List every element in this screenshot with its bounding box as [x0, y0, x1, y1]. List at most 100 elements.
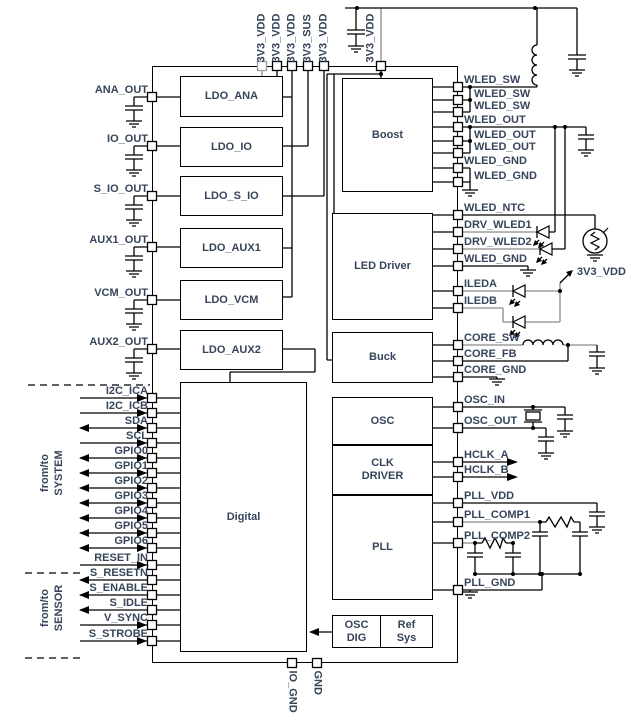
- block-led-driver: LED Driver: [332, 213, 433, 320]
- group-label-line: SENSOR: [53, 584, 65, 632]
- pin-label-core-sw: CORE_SW: [464, 332, 520, 344]
- pin-label-wled-ntc: WLED_NTC: [464, 202, 526, 214]
- block-ref-sys: Ref Sys: [380, 615, 433, 648]
- block-label: LDO_IO: [211, 140, 252, 153]
- group-label-line: SYSTEM: [53, 450, 65, 496]
- pin-label-osc-out: OSC_OUT: [464, 415, 518, 427]
- pin-label-pll-gnd: PLL_GND: [464, 577, 516, 589]
- pin-label-pll-comp2: PLL_COMP2: [464, 530, 531, 542]
- pin-label-s-strobe: S_STROBE: [88, 628, 148, 640]
- block-label: Sys: [396, 631, 417, 644]
- group-label-line: from/to: [39, 454, 51, 492]
- pin-label-s-resetn: S_RESETN: [89, 567, 148, 579]
- pin-label-s-io-out: S_IO_OUT: [93, 183, 148, 195]
- pin-label-ana-out: ANA_OUT: [94, 84, 148, 96]
- pin-label-wled-gnd-3: WLED_GND: [464, 253, 527, 265]
- pin-label-3v3-vdd-3: 3V3_VDD: [285, 13, 298, 63]
- pin-label-3v3-vdd-1: 3V3_VDD: [255, 13, 268, 63]
- pin-label-reset-in: RESET_IN: [94, 552, 148, 564]
- block-label: DRIVER: [361, 470, 404, 482]
- block-ldo-vcm: LDO_VCM: [180, 280, 283, 320]
- pin-label-scl: SCL: [126, 430, 148, 442]
- block-osc-dig: OSC DIG: [332, 615, 381, 648]
- pin-label-wled-sw-3: WLED_SW: [474, 100, 531, 112]
- pin-label-s-idle: S_IDLE: [109, 597, 148, 609]
- crystal-icon: [525, 411, 541, 421]
- pin-label-gpio1: GPIO1: [114, 460, 148, 472]
- pin-label-3v3-sus: 3V3_SUS: [301, 14, 314, 63]
- block-label: PLL: [372, 541, 393, 553]
- group-label-line: from/to: [39, 589, 51, 627]
- pin-label-wled-out-1: WLED_OUT: [464, 114, 526, 126]
- pin-label-drv-wled1: DRV_WLED1: [464, 219, 532, 231]
- pin-label-v-sync: V_SYNC: [103, 612, 148, 624]
- pin-label-io-gnd: IO_GND: [286, 670, 299, 713]
- block-label: LDO_VCM: [204, 293, 259, 306]
- wled1-led-icon: [533, 225, 550, 248]
- group-label-system: from/to SYSTEM: [38, 428, 66, 518]
- pin-label-wled-sw-2: WLED_SW: [474, 88, 531, 100]
- pin-label-aux1-out: AUX1_OUT: [89, 234, 148, 246]
- pin-label-hclk-b: HCLK_B: [464, 464, 509, 476]
- ileda-led-icon: [509, 284, 526, 307]
- pin-label-gpio6: GPIO6: [114, 535, 148, 547]
- supply-label-3v3-vdd: 3V3_VDD: [577, 266, 626, 278]
- pin-label-wled-gnd-2: WLED_GND: [474, 170, 537, 182]
- block-label: CLK: [371, 457, 394, 469]
- block-ldo-s-io: LDO_S_IO: [180, 176, 283, 216]
- pin-label-pll-vdd: PLL_VDD: [464, 490, 515, 502]
- block-digital: Digital: [180, 382, 307, 652]
- block-label: OSC: [344, 618, 369, 631]
- thermistor-tick: [602, 227, 609, 234]
- boost-inductor-icon: [531, 44, 538, 86]
- pin-label-3v3-vdd-4: 3V3_VDD: [317, 13, 330, 63]
- pin-label-gpio2: GPIO2: [114, 475, 148, 487]
- pin-label-wled-out-2: WLED_OUT: [474, 129, 536, 141]
- wled2-led-icon: [536, 242, 553, 265]
- block-label: Digital: [226, 510, 261, 523]
- pin-label-core-fb: CORE_FB: [464, 348, 517, 360]
- block-label: LDO_AUX2: [202, 343, 261, 356]
- pin-label-core-gnd: CORE_GND: [464, 364, 527, 376]
- block-osc: OSC: [332, 397, 433, 445]
- pin-label-iledb: ILEDB: [464, 295, 497, 307]
- pin-label-gpio4: GPIO4: [114, 505, 148, 517]
- block-ldo-ana: LDO_ANA: [180, 76, 283, 117]
- pin-label-osc-in: OSC_IN: [464, 394, 505, 406]
- block-pll: PLL: [332, 495, 433, 600]
- block-label: LDO_AUX1: [202, 241, 261, 254]
- block-label: LDO_ANA: [204, 90, 259, 102]
- pin-label-hclk-a: HCLK_A: [464, 449, 509, 461]
- pin-label-s-enable: S_ENABLE: [89, 582, 148, 594]
- pin-label-3v3-vdd-5: 3V3_VDD: [364, 13, 377, 63]
- block-buck: Buck: [332, 332, 433, 383]
- block-label: DIG: [346, 631, 367, 644]
- group-label-sensor: from/to SENSOR: [38, 563, 66, 653]
- block-ldo-aux2: LDO_AUX2: [180, 330, 283, 370]
- block-label: OSC: [370, 414, 395, 427]
- pin-label-gpio3: GPIO3: [114, 490, 148, 502]
- block-label: Buck: [369, 351, 396, 363]
- buck-inductor-icon: [522, 339, 564, 346]
- pin-label-i2c-icb: I2C_ICB: [105, 400, 148, 412]
- pin-label-vcm-out: VCM_OUT: [94, 287, 148, 299]
- block-label: LDO_S_IO: [204, 189, 259, 202]
- pin-label-drv-wled2: DRV_WLED2: [464, 236, 532, 248]
- pin-label-wled-gnd-1: WLED_GND: [464, 155, 527, 167]
- block-label: LED Driver: [354, 260, 411, 272]
- pin-label-3v3-vdd-2: 3V3_VDD: [270, 13, 283, 63]
- pin-label-io-out: IO_OUT: [107, 133, 148, 145]
- pin-label-gpio0: GPIO0: [114, 445, 148, 457]
- pin-label-pll-comp1: PLL_COMP1: [464, 509, 531, 521]
- pin-label-ileda: ILEDA: [464, 278, 497, 290]
- block-clk-driver: CLK DRIVER: [332, 445, 433, 495]
- pin-label-wled-out-3: WLED_OUT: [474, 141, 536, 153]
- block-boost: Boost: [342, 78, 433, 192]
- pll-comp1-resistor-icon: [545, 515, 575, 529]
- block-label: Boost: [371, 128, 404, 141]
- block-ldo-io: LDO_IO: [180, 127, 283, 167]
- block-ldo-aux1: LDO_AUX1: [180, 228, 283, 268]
- pin-label-wled-sw-1: WLED_SW: [464, 74, 521, 86]
- pin-label-sda: SDA: [124, 415, 148, 427]
